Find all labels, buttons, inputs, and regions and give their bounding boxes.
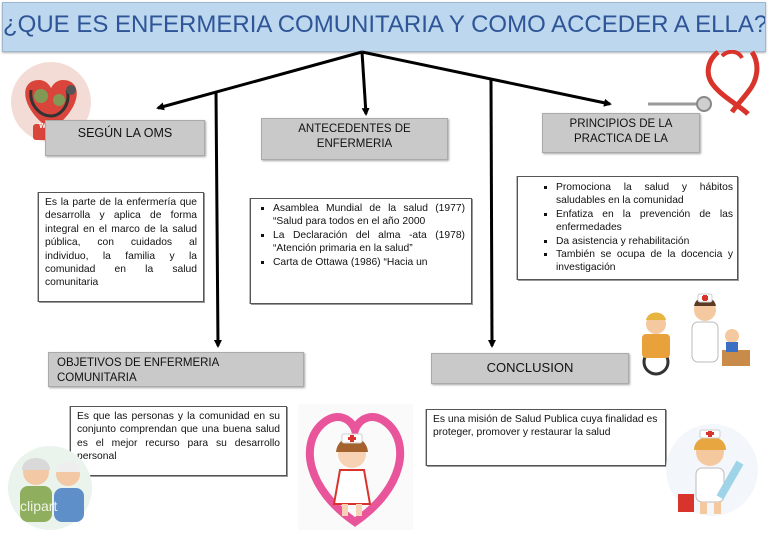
antecedentes-heading: ANTECEDENTES DE ENFERMERIA	[261, 118, 448, 160]
antecedentes-list: Asamblea Mundial de la salud (1977) “Sal…	[251, 202, 465, 269]
principios-item: Enfatiza en la prevención de las enferme…	[556, 208, 733, 235]
arrow-to-antecedentes	[360, 51, 370, 116]
antecedentes-item: La Declaración del alma -ata (1978) “Ate…	[273, 229, 465, 256]
page-title: ¿QUE ES ENFERMERIA COMUNITARIA Y COMO AC…	[3, 11, 766, 38]
arrow-to-oms	[156, 50, 363, 111]
arrow-to-objetivos	[213, 91, 222, 348]
principios-list-box: Promociona la salud y hábitos saludables…	[517, 176, 738, 280]
antecedentes-item: Carta de Ottawa (1986) “Hacia un	[273, 256, 465, 269]
principios-item: Da asistencia y rehabilitación	[556, 235, 733, 248]
principios-list: Promociona la salud y hábitos saludables…	[518, 181, 733, 275]
objetivos-heading-label: OBJETIVOS DE ENFERMERIA COMUNITARIA	[57, 357, 219, 384]
oms-heading-label: SEGÚN LA OMS	[77, 126, 173, 140]
nurse-syringe-image	[664, 418, 758, 522]
oms-heading: SEGÚN LA OMS	[45, 120, 205, 156]
conclusion-text-box: Es una misión de Salud Publica cuya fina…	[426, 409, 666, 466]
principios-item: Promociona la salud y hábitos saludables…	[556, 181, 733, 208]
oms-text: Es la parte de la enfermería que desarro…	[45, 197, 197, 289]
arrow-to-principios	[361, 50, 612, 107]
conclusion-heading-label: CONCLUSION	[486, 360, 574, 375]
oms-text-box: Es la parte de la enfermería que desarro…	[38, 192, 204, 302]
antecedentes-item: Asamblea Mundial de la salud (1977) “Sal…	[273, 202, 465, 229]
heart-nurse-image	[298, 404, 413, 530]
stethoscope-heart-image	[648, 49, 760, 126]
objetivos-text-box: Es que las personas y la comunidad en su…	[70, 406, 287, 476]
title-banner: ¿QUE ES ENFERMERIA COMUNITARIA Y COMO AC…	[2, 2, 766, 52]
objetivos-text: Es que las personas y la comunidad en su…	[77, 411, 280, 463]
objetivos-heading: OBJETIVOS DE ENFERMERIA COMUNITARIA	[48, 352, 304, 387]
antecedentes-heading-label: ANTECEDENTES DE ENFERMERIA	[298, 123, 411, 150]
nurse-wheelchair-image	[636, 290, 754, 376]
antecedentes-list-box: Asamblea Mundial de la salud (1977) “Sal…	[250, 198, 472, 304]
conclusion-heading: CONCLUSION	[431, 353, 629, 384]
principios-item: También se ocupa de la docencia y invest…	[556, 248, 733, 275]
elderly-couple-image: clipart	[6, 440, 96, 530]
principios-heading-label: PRINCIPIOS DE LA PRACTICA DE LA	[569, 118, 673, 145]
clipart-watermark: clipart	[20, 498, 58, 514]
arrow-to-conclusion	[487, 79, 496, 348]
principios-heading: PRINCIPIOS DE LA PRACTICA DE LA	[542, 113, 700, 153]
conclusion-text: Es una misión de Salud Publica cuya fina…	[433, 414, 658, 439]
